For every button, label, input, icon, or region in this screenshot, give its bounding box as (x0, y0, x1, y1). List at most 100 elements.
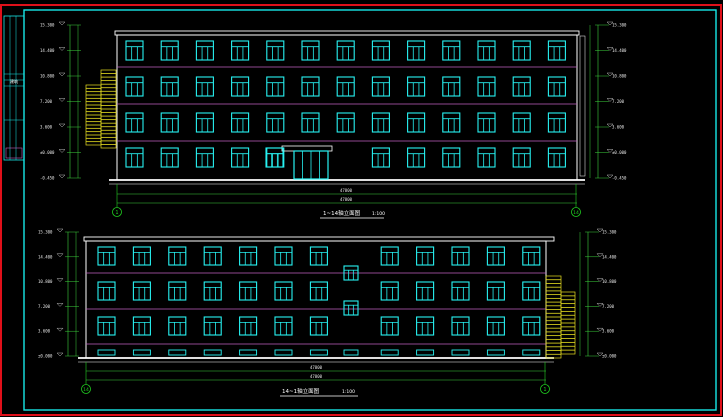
window (125, 112, 144, 133)
window (442, 76, 461, 97)
level-label: 10.800 (612, 74, 627, 79)
window (416, 316, 435, 336)
window-low (416, 349, 435, 356)
elevation-2-dim-overall: 47800 (310, 374, 323, 379)
elevation-1-14: 15.30014.40010.8007.2003.600±0.000-0.450… (40, 21, 627, 204)
window (97, 281, 116, 301)
level-label: 15.300 (602, 230, 617, 235)
window (343, 265, 359, 281)
window (416, 281, 435, 301)
window (160, 76, 179, 97)
level-label: 10.800 (40, 74, 55, 79)
window (451, 281, 470, 301)
title-block-stamp: 建筑 (10, 78, 18, 84)
level-label: ±0.000 (602, 354, 617, 359)
window (168, 316, 187, 336)
axis-bubble-1-top: 1 (112, 184, 122, 217)
level-symbol (56, 228, 64, 233)
elevation-1-title-text: 1~14轴立面图 (323, 209, 361, 217)
window (343, 300, 359, 316)
window (477, 76, 496, 97)
elevation-1-dim-overall: 47800 (340, 197, 353, 202)
level-label: 15.300 (38, 230, 53, 235)
elevation-14-1: 15.300 14.400 10.800 7.200 3.600 ±0.000 15.300… (38, 228, 617, 381)
window (442, 147, 461, 168)
level-symbol (606, 149, 614, 153)
level-label: 10.800 (38, 279, 53, 284)
level-symbol (56, 278, 64, 282)
window (266, 76, 285, 97)
window (522, 281, 541, 301)
window (380, 246, 399, 266)
level-label: 15.300 (40, 23, 55, 28)
elevation-2-scale: 1:100 (342, 389, 355, 395)
window (97, 316, 116, 336)
level-symbol (606, 72, 614, 77)
level-label: -0.450 (612, 176, 627, 181)
window (336, 40, 355, 61)
window (274, 246, 293, 266)
window (265, 147, 284, 168)
axis-bubble-14-top: 14 (571, 184, 581, 217)
window (486, 281, 505, 301)
level-label: 7.200 (612, 99, 625, 104)
window (486, 316, 505, 336)
axis-bubble-14-bottom: 14 (81, 362, 91, 394)
drawing-frame (23, 9, 717, 411)
window (160, 112, 179, 133)
window (477, 40, 496, 61)
window-low (274, 349, 293, 356)
level-label: 14.400 (612, 48, 627, 53)
level-label: 7.200 (602, 304, 615, 309)
level-label: 7.200 (38, 304, 51, 309)
window (522, 316, 541, 336)
elevation-1-scale: 1:100 (372, 211, 385, 217)
window-low (168, 349, 187, 356)
level-symbol (606, 47, 614, 51)
level-label: 14.400 (40, 48, 55, 53)
window (168, 246, 187, 266)
window (195, 147, 214, 168)
elevation-1-title: 1~14轴立面图 1:100 (320, 209, 385, 219)
level-symbol (596, 228, 604, 233)
window (309, 281, 328, 301)
window-low (239, 349, 258, 356)
window (195, 76, 214, 97)
window (477, 147, 496, 168)
window (203, 281, 222, 301)
window (416, 246, 435, 266)
window (547, 147, 566, 168)
level-symbol (596, 278, 604, 282)
window (522, 246, 541, 266)
window (451, 316, 470, 336)
window (203, 246, 222, 266)
window (512, 112, 531, 133)
level-label: 14.400 (602, 254, 617, 259)
level-label: 14.400 (38, 254, 53, 259)
window (336, 76, 355, 97)
window-low (343, 349, 359, 356)
window (407, 76, 426, 97)
window (407, 112, 426, 133)
window-low (132, 349, 151, 356)
level-label: ±0.000 (38, 354, 53, 359)
window (274, 281, 293, 301)
window (336, 112, 355, 133)
elevation-2-title-text: 14~1轴立面图 (282, 387, 320, 395)
window (442, 112, 461, 133)
window (195, 40, 214, 61)
window (301, 76, 320, 97)
elevation-2-dim-sub: 47800 (310, 365, 323, 370)
window (547, 40, 566, 61)
level-symbol (58, 123, 66, 128)
level-symbol (58, 149, 66, 153)
window (371, 112, 390, 133)
level-symbol (58, 47, 66, 51)
window (486, 246, 505, 266)
window (239, 316, 258, 336)
axis-label-1-bottom: 1 (543, 387, 546, 393)
side-wall (579, 35, 586, 177)
window (274, 316, 293, 336)
level-label: 3.600 (38, 329, 51, 334)
level-symbol (56, 352, 64, 357)
